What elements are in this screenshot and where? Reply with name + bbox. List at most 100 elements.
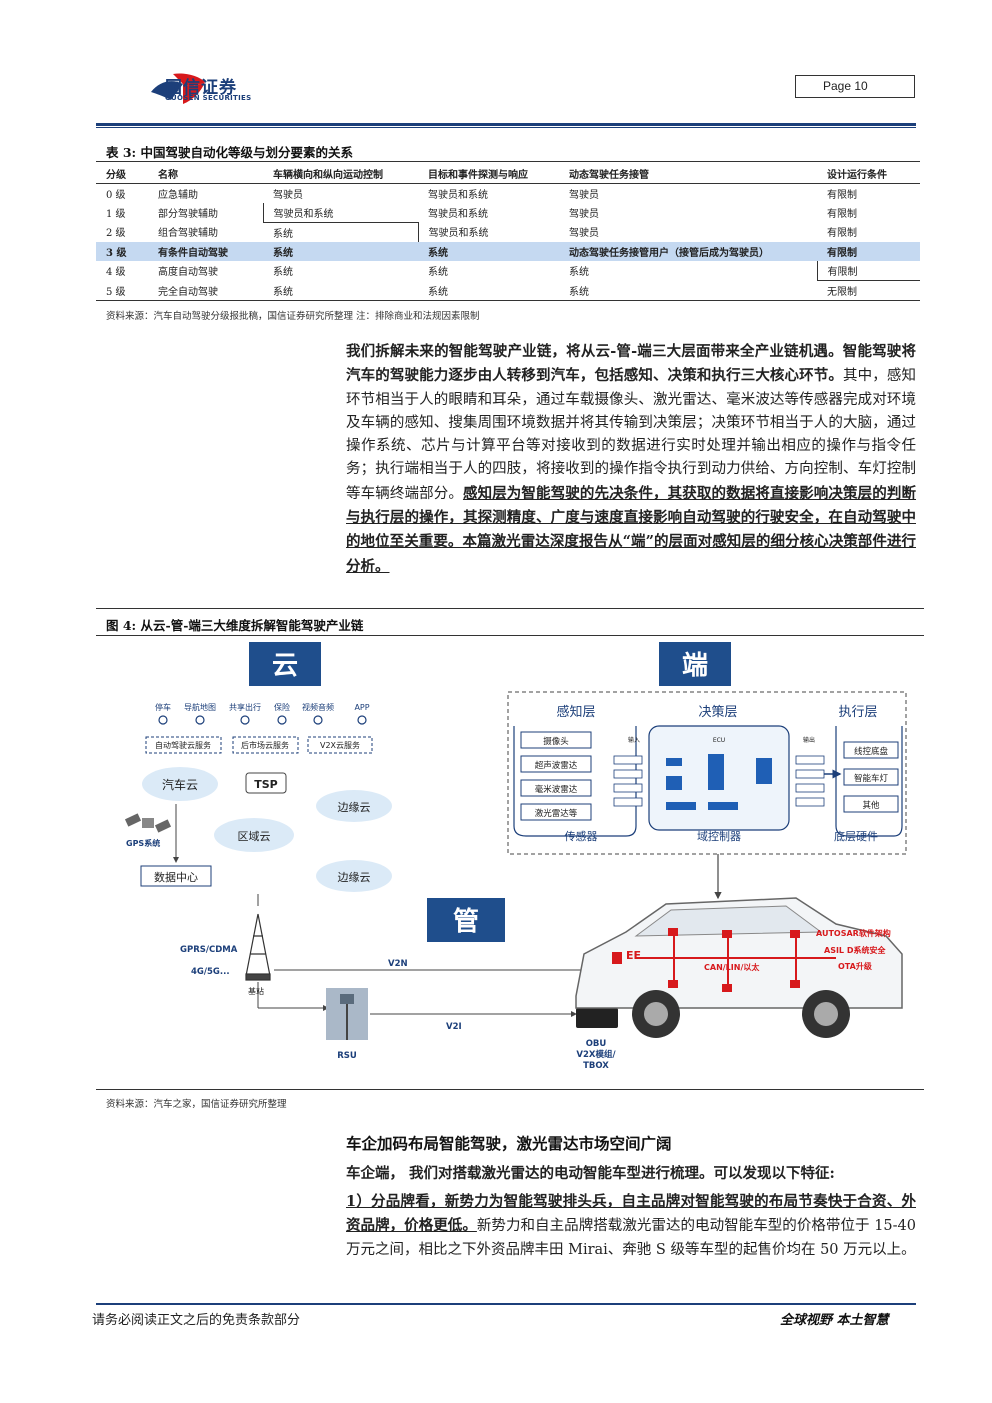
header-rule-thin [96,127,916,128]
cloud-services: 停车 导航地图 共享出行 保险 视频音频 APP [155,702,370,712]
cloud-service-label: 自动驾驶云服务 [155,740,211,750]
col-header: 动态驾驶任务接管 [559,164,817,184]
service-label: 导航地图 [184,702,216,712]
car-cloud-label: 汽车云 [162,777,198,792]
table-cell: 驾驶员 [273,189,303,201]
cloud-shapes [142,767,392,892]
table-cell: 驾驶员 [569,208,599,220]
table-cell: 系统 [428,267,448,279]
table-cell: 有限制 [827,228,857,240]
service-label: 共享出行 [229,702,261,712]
pipe-title-box [427,898,505,942]
output-boxes [795,755,825,807]
table-rule-top [96,161,920,162]
para-bold-underline: 1）分品牌看，新势力为智能驾驶排头兵，自主品牌对智能驾驶的布局节奏快于合资、外资… [346,1193,916,1235]
sensor-box [520,803,592,821]
paragraph-brand-analysis: 1）分品牌看，新势力为智能驾驶排头兵，自主品牌对智能驾驶的布局节奏快于合资、外资… [346,1190,916,1262]
figure-title: 图 4: 从云-管-端三大维度拆解智能驾驶产业链 [106,618,364,633]
col-header: 分级 [96,164,148,184]
levels-table: 分级 名称 车辆横向和纵向运动控制 目标和事件探测与响应 动态驾驶任务接管 设计… [96,164,920,301]
sensor-label: 激光雷达等 [535,808,578,819]
actuator-box [843,741,899,759]
asil-label: ASIL D系统安全 [824,945,886,955]
actuator-label: 智能车灯 [854,773,889,784]
table-cell: 驾驶员和系统 [417,222,559,242]
service-label: 视频音频 [302,702,334,712]
figure-source: 资料来源：汽车之家，国信证券研究所整理 [106,1099,287,1110]
table-cell: 系统 [273,267,293,279]
table-cell: 系统 [559,261,818,281]
company-name: 国信证券 [165,78,237,98]
tsp-label: TSP [254,778,278,791]
page-number: Page 10 [795,75,915,98]
hardware-group-label: 底层硬件 [834,829,878,843]
col-header: 设计运行条件 [817,164,920,184]
table-cell: 系统 [418,280,559,301]
data-center-box [140,865,212,887]
table-cell: 1 级 [106,208,126,220]
can-label: CAN/LIN/以太 [704,962,760,972]
table-cell: 部分驾驶辅助 [158,208,218,220]
table-cell: 有限制 [817,261,920,281]
edge-cloud-label: 边缘云 [338,871,371,884]
media-icon [313,715,323,725]
satellite-icon [124,813,172,833]
v2i-label: V2I [446,1022,462,1032]
actuator-box [843,768,899,786]
region-cloud-shape [214,818,294,852]
cloud-pipe-end-diagram: 云 停车 导航地图 共享出行 保险 视频音频 APP 自动驾驶云服务 后市场云服… [124,642,907,1071]
table-cell: 系统 [263,241,418,261]
table-row: 0 级 应急辅助 驾驶员 驾驶员和系统 驾驶员 有限制 [96,183,920,203]
end-frame [507,691,907,855]
table-cell: 有条件自动驾驶 [148,241,263,261]
ee-label: EE [626,949,641,962]
table-row: 1 级 部分驾驶辅助 驾驶员和系统 驾驶员和系统 驾驶员 有限制 [96,202,920,223]
tsp-box [245,772,287,794]
execution-title: 执行层 [838,705,877,720]
gps-label: GPS系统 [126,838,160,848]
table-cell: 高度自动驾驶 [158,267,218,279]
footer-rule [96,1303,916,1305]
para-body: 新势力和自主品牌搭载激光雷达的电动智能车型的价格带位于 15-40 万元之间，相… [346,1218,916,1258]
cloud-service-label: V2X云服务 [320,740,360,750]
table-cell: 0 级 [106,189,126,201]
service-label: 保险 [274,702,290,712]
cloud-service-box [307,736,373,754]
ecu-blocks [666,754,772,810]
tbox-label: TBOX [583,1061,609,1071]
table-source: 资料来源：汽车自动驾驶分级报批稿，国信证券研究所整理 注：排除商业和法规因素限制 [106,311,480,322]
cloud-title-box [249,642,321,686]
insurance-icon [277,715,287,725]
end-title-box [659,642,731,686]
cloud-service-label: 后市场云服务 [241,740,289,750]
table-cell: 组合驾驶辅助 [158,228,218,240]
table-row-highlight: 3 级 有条件自动驾驶 系统 系统 动态驾驶任务接管用户（接管后成为驾驶员） 有… [96,241,920,261]
pipe-title: 管 [453,907,479,937]
table-cell: 应急辅助 [158,189,198,201]
domain-group-label: 域控制器 [697,829,741,843]
edge-cloud-shape [316,790,392,822]
table-cell: 5 级 [96,280,148,301]
paragraph-industry-chain: 我们拆解未来的智能驾驶产业链，将从云-管-端三大层面带来全产业链机遇。智能驾驶将… [346,340,916,579]
table-cell: 系统 [263,280,418,301]
table-cell: 驾驶员和系统 [428,189,488,201]
actuator-label: 线控底盘 [854,746,889,757]
cloud-service-box [232,736,299,754]
base-station-icon [245,913,271,981]
section-heading: 车企加码布局智能驾驶，激光雷达市场空间广阔 [346,1134,672,1153]
sensor-label: 毫米波雷达 [535,784,578,795]
data-center-label: 数据中心 [154,870,198,884]
table-cell: 驾驶员和系统 [428,208,488,220]
table-cell: 动态驾驶任务接管用户（接管后成为驾驶员） [559,241,817,261]
sensor-bracket [513,726,637,837]
region-cloud-label: 区域云 [238,830,271,843]
ota-label: OTA升级 [838,961,873,971]
share-icon [240,715,250,725]
table-cell: 系统 [273,228,293,240]
sensor-box [520,755,592,773]
actuator-box [843,795,899,813]
col-header: 名称 [148,164,263,184]
paragraph-oem-intro: 车企端， 我们对搭载激光雷达的电动智能车型进行梳理。可以发现以下特征: [346,1165,835,1182]
col-header: 车辆横向和纵向运动控制 [263,164,418,184]
service-icons [158,715,367,725]
